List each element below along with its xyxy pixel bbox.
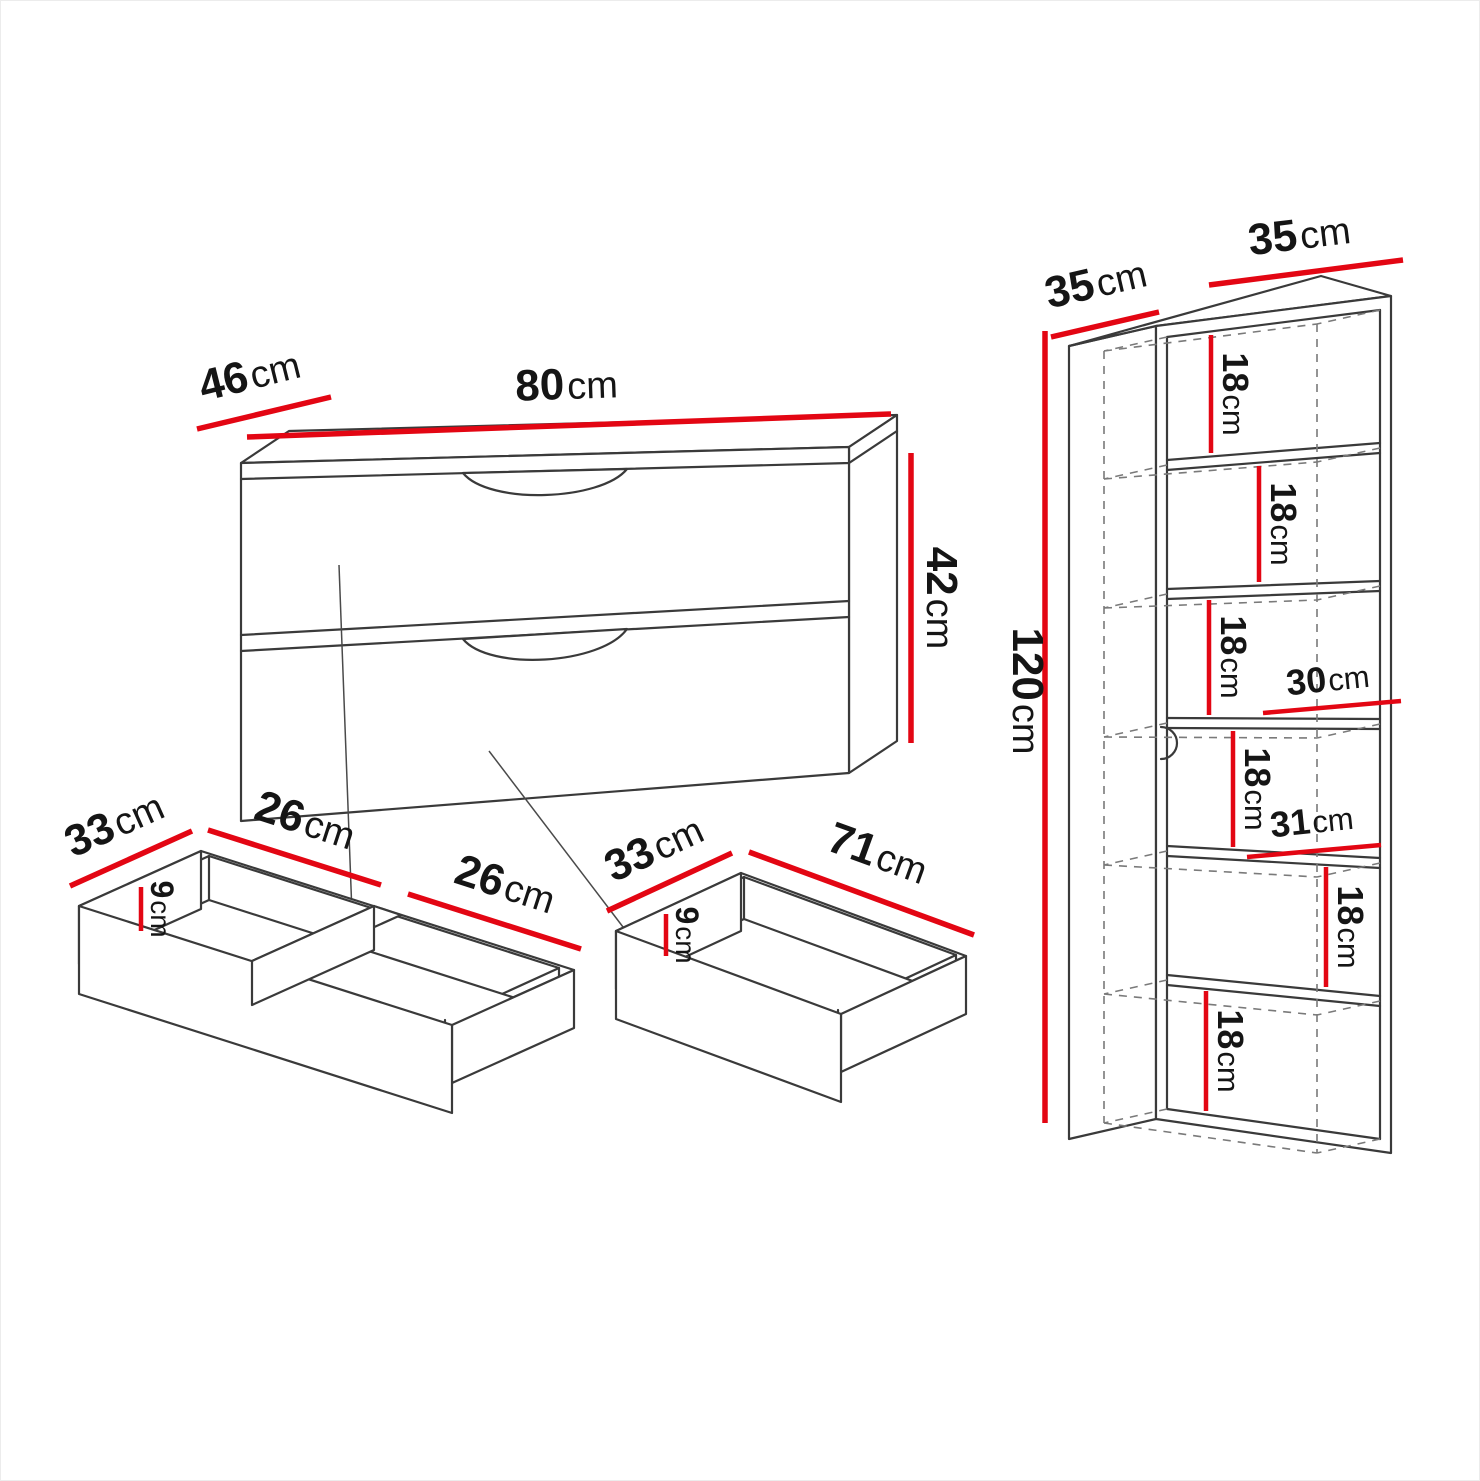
chest-width-dimension: 80cm xyxy=(514,358,618,411)
wide-drawer-height-dimension: 9cm xyxy=(669,906,705,963)
cabinet-depth-dimension: 35cm xyxy=(1040,247,1151,318)
chest-drawing: 46cm 80cm 42cm xyxy=(194,339,966,823)
cabinet-rear-shelf4 xyxy=(1103,864,1318,878)
chest-drawer-gap-top xyxy=(239,599,851,637)
wide-drawer-front-panel xyxy=(614,929,843,1104)
cabinet-inner-top-edge xyxy=(1165,308,1382,339)
cabinet-depth-diagonals-right xyxy=(1316,309,1381,1154)
cabinet-height-dimension: 120cm xyxy=(1003,627,1052,754)
cabinet-door-pull-notch xyxy=(1159,725,1179,761)
chest-height-dimension: 42cm xyxy=(917,547,966,650)
leader-lines xyxy=(338,564,624,942)
cabinet-shelf5-front xyxy=(1165,973,1382,1008)
cabinet-front-face xyxy=(1154,294,1393,1155)
chest-depth-dim-line xyxy=(196,394,332,432)
chest-depth-dimension: 46cm xyxy=(194,339,305,411)
double-drawer-height-dimension: 9cm xyxy=(144,880,180,937)
wide-drawer-width-dimension: 71cm xyxy=(821,813,934,894)
cabinet-shelf2-front xyxy=(1165,579,1382,601)
double-drawer-drawing: 33cm 26cm 26cm 9cm xyxy=(57,781,582,1115)
double-drawer-depth-dimension: 33cm xyxy=(57,781,171,867)
double-drawer-front-panel xyxy=(77,904,454,1115)
cabinet-cell1-dimension: 18cm xyxy=(1215,352,1256,435)
wide-drawer-depth-dim-line xyxy=(605,850,734,914)
cabinet-rear-bottom xyxy=(1103,1122,1318,1154)
cabinet-width-dimension: 35cm xyxy=(1245,204,1353,265)
wide-drawer-width-dim-line xyxy=(748,849,975,938)
chest-right-side xyxy=(847,413,899,775)
double-drawer-left-width-dim-line xyxy=(207,827,382,888)
double-drawer-right-width-dim-line xyxy=(407,891,582,952)
chest-drawer2-handle-notch xyxy=(461,627,629,661)
cabinet-width-dim-line xyxy=(1208,257,1404,288)
cabinet-cell3-dimension: 18cm xyxy=(1213,615,1254,698)
wide-drawer-drawing: 33cm 71cm 9cm xyxy=(597,804,975,1104)
leader-drawer1 xyxy=(338,564,354,942)
cabinet-cell2-dimension: 18cm xyxy=(1263,482,1304,565)
cabinet-inner-depth-dim-line xyxy=(1246,842,1382,860)
cabinet-rear-shelf5 xyxy=(1103,993,1318,1016)
cabinet-left-side xyxy=(1067,324,1158,1141)
cabinet-depth-dim-line xyxy=(1050,309,1160,340)
cabinet-inner-bottom-edge xyxy=(1165,1107,1382,1141)
cabinet-shelf4-front xyxy=(1165,844,1382,870)
cabinet-rear-shelf3 xyxy=(1103,736,1318,739)
cabinet-rear-shelf1 xyxy=(1103,461,1318,480)
cabinet-cell4-dimension: 18cm xyxy=(1237,747,1278,830)
double-drawer-depth-dim-line xyxy=(68,828,194,889)
double-drawer-divider-face xyxy=(250,904,376,1007)
cabinet-inner-width-dimension: 30cm xyxy=(1284,654,1371,703)
wide-drawer-depth-dimension: 33cm xyxy=(597,804,711,892)
cabinet-inner-width-dim-line xyxy=(1262,698,1402,716)
chest-top-lip-line xyxy=(239,429,899,481)
chest-width-dim-line xyxy=(246,411,892,440)
cabinet-cell6-dimension: 18cm xyxy=(1210,1009,1251,1092)
cabinet-inner-depth-dimension: 31cm xyxy=(1268,796,1355,845)
cabinet-cell5-dimension: 18cm xyxy=(1330,885,1371,968)
cabinet-shelf3-front xyxy=(1165,716,1382,731)
tall-cabinet-drawing: 35cm 35cm 120cm 18cm 18cm 18cm 18cm 18cm… xyxy=(1003,204,1404,1155)
leader-drawer2 xyxy=(488,750,624,928)
cabinet-depth-diagonals-left xyxy=(1103,336,1168,1124)
chest-drawer1-handle-notch xyxy=(461,467,629,497)
